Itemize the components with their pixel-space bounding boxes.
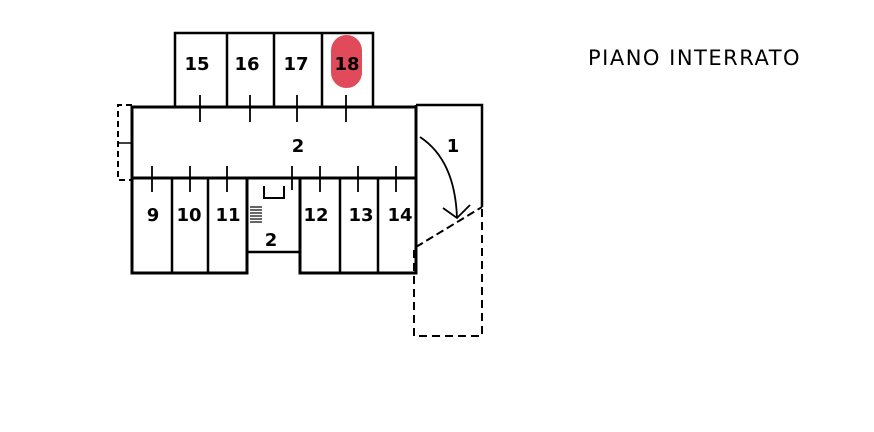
room-label-1: 1 xyxy=(447,136,460,157)
room-label-16: 16 xyxy=(234,54,259,75)
corridor xyxy=(130,105,418,180)
room-label-14: 14 xyxy=(387,205,412,226)
room-label-10: 10 xyxy=(176,205,201,226)
floor-title: PIANO INTERRATO xyxy=(588,46,802,70)
room-label-12: 12 xyxy=(303,205,328,226)
room-label-15: 15 xyxy=(184,54,209,75)
room-label-13: 13 xyxy=(348,205,373,226)
room-label-stair: 2 xyxy=(265,230,278,251)
room-label-18: 18 xyxy=(334,54,359,75)
door-swing xyxy=(419,136,458,219)
room-label-17: 17 xyxy=(283,54,308,75)
highlight-room-18 xyxy=(331,35,362,88)
room-label-9: 9 xyxy=(147,205,160,226)
room-label-11: 11 xyxy=(215,205,240,226)
room-label-corridor: 2 xyxy=(292,136,305,157)
